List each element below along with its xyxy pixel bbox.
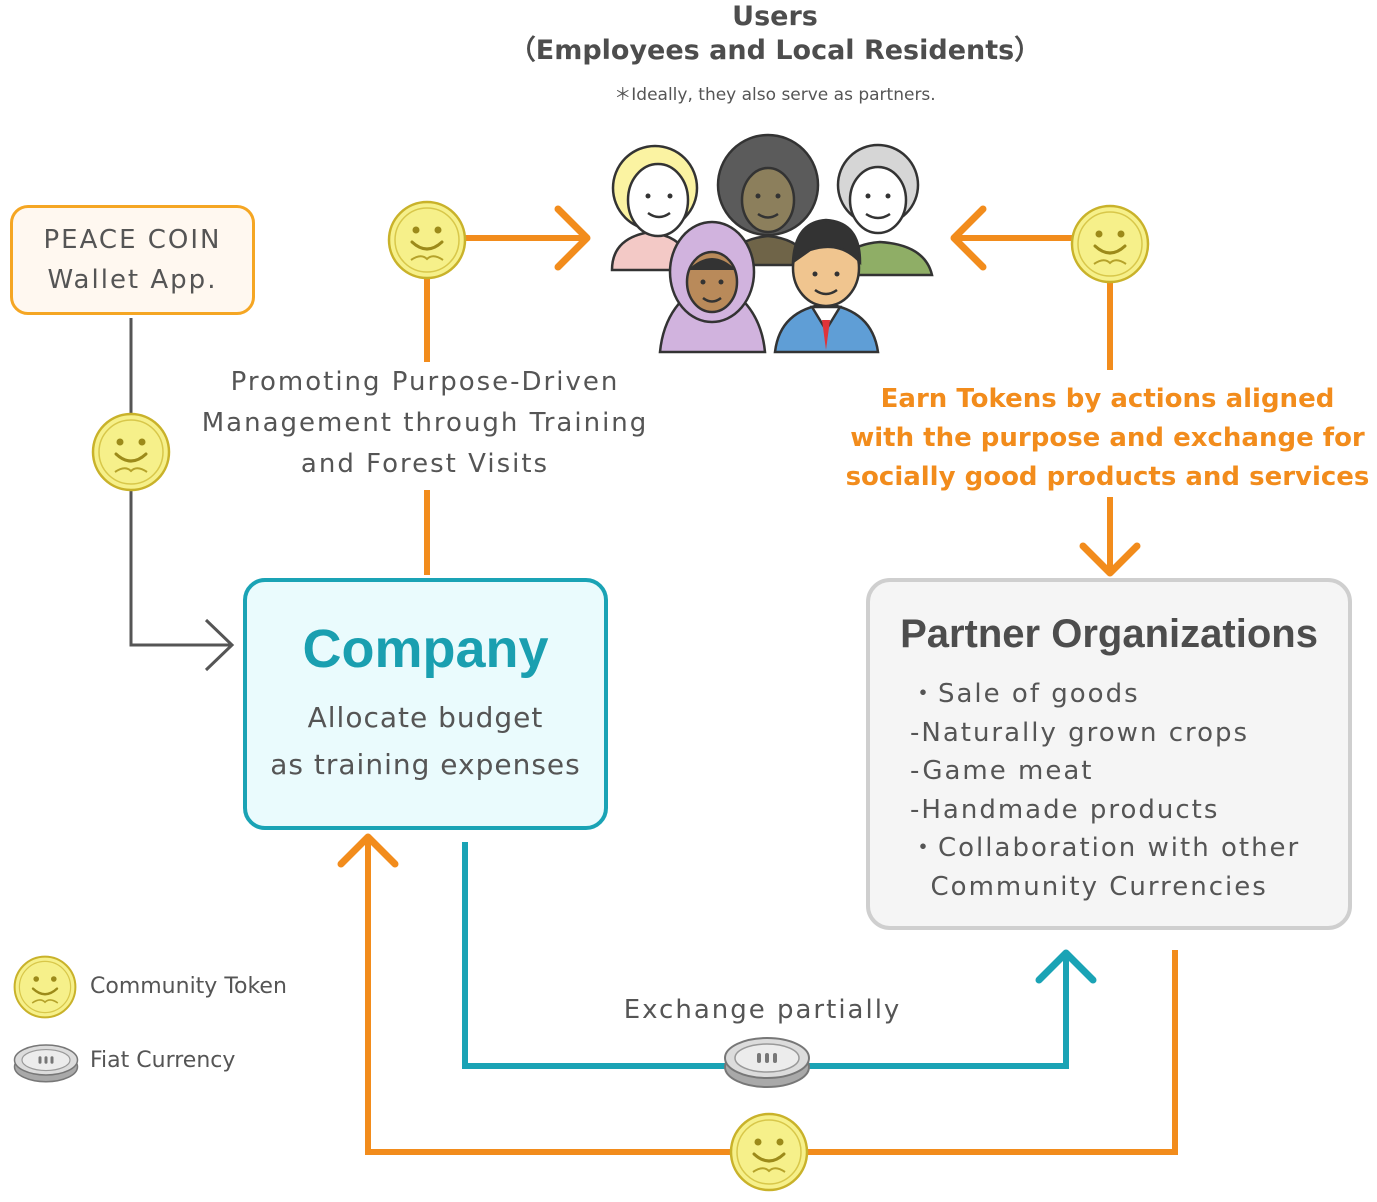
legend-fiat-label: Fiat Currency — [90, 1048, 236, 1073]
wallet-line-2: Wallet App. — [47, 265, 218, 295]
partner-item: -Game meat — [910, 756, 1094, 786]
exchange-partially-label: Exchange partially — [620, 990, 905, 1030]
partner-token-icon — [1070, 204, 1150, 284]
exchange-fiat-icon — [724, 1037, 810, 1088]
users-note: ＊Ideally, they also serve as partners. — [614, 85, 936, 105]
company-up-arrow-head — [337, 833, 399, 868]
return-token-icon — [729, 1112, 809, 1192]
earn-tokens-label: Earn Tokens by actions aligned with the … — [845, 380, 1370, 497]
company-description: Allocate budget as training expenses — [247, 694, 604, 788]
legend-token-icon — [13, 955, 77, 1019]
promo-line-3: and Forest Visits — [300, 449, 550, 479]
partner-item: -Naturally grown crops — [910, 717, 1250, 748]
legend-fiat-icon — [13, 1044, 79, 1083]
partner-down-arrow-head — [1079, 542, 1141, 577]
company-line-2: as training expenses — [270, 748, 581, 781]
users-title: Users — [732, 1, 818, 32]
wallet-arrow-head — [204, 618, 235, 672]
company-title: Company — [302, 619, 549, 679]
users-left-arrow-head — [950, 205, 987, 271]
company-line-1: Allocate budget — [307, 701, 544, 734]
partner-title: Partner Organizations — [900, 612, 1318, 656]
earn-line-3: socially good products and services — [845, 462, 1370, 492]
partner-item: -Handmade products — [910, 794, 1220, 825]
partner-item: ・Sale of goods — [910, 679, 1140, 709]
company-box: Company Allocate budget as training expe… — [243, 578, 608, 830]
earn-line-1: Earn Tokens by actions aligned — [880, 384, 1335, 414]
partner-item: ・Collaboration with other — [910, 833, 1301, 863]
wallet-token-icon — [91, 412, 171, 492]
fiat-arrow-head — [1035, 949, 1097, 984]
wallet-app-box: PEACE COIN Wallet App. — [10, 205, 255, 315]
promotion-label: Promoting Purpose-Driven Management thro… — [195, 362, 655, 485]
wallet-line-1: PEACE COIN — [43, 225, 222, 255]
users-heading: Users （Employees and Local Residents） — [440, 0, 1110, 68]
partner-item: Community Currencies — [910, 871, 1268, 902]
partner-list: ・Sale of goods -Naturally grown crops -G… — [910, 675, 1348, 906]
partner-organizations-box: Partner Organizations ・Sale of goods -Na… — [866, 578, 1352, 930]
people-group-icon — [610, 133, 934, 354]
earn-line-2: with the purpose and exchange for — [850, 423, 1365, 453]
users-arrow-head — [554, 205, 591, 271]
legend-token-label: Community Token — [90, 974, 287, 999]
promo-line-2: Management through Training — [201, 408, 649, 438]
promo-line-1: Promoting Purpose-Driven — [230, 367, 620, 397]
users-subtitle: （Employees and Local Residents） — [508, 35, 1042, 66]
company-token-icon — [387, 200, 467, 280]
